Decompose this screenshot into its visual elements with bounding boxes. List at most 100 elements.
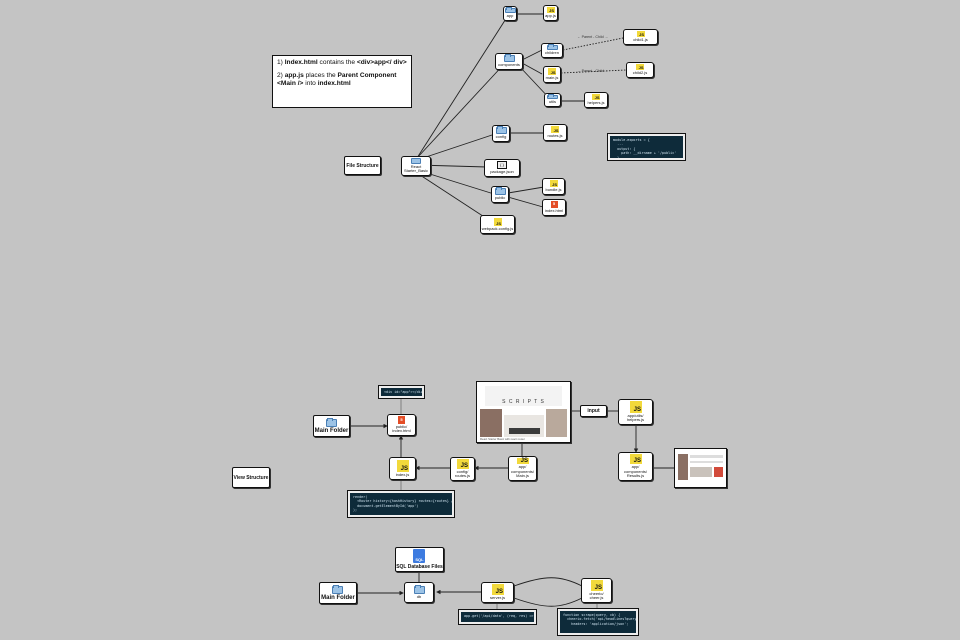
node-label: config — [495, 134, 507, 140]
explanation-note: 1) Index.html contains the <div>app</ di… — [272, 55, 412, 108]
cheerio-code-snippet: function scrape(query, cb) { cheerio.fet… — [557, 608, 639, 636]
folder-icon — [503, 53, 515, 63]
app-screenshot-results — [674, 448, 727, 488]
node-label: input — [587, 408, 600, 414]
screenshot-photo — [480, 409, 502, 437]
folder-icon — [495, 125, 507, 135]
screenshot-brand: S C R I P T S — [502, 399, 545, 405]
node-label: components — [498, 62, 520, 68]
node-label: package.json — [490, 169, 514, 175]
screenshot-caption: React Starter Basic with react router — [480, 437, 525, 441]
node-label: public — [494, 195, 506, 201]
js-file-icon: JS — [548, 68, 556, 76]
node-label: public/ index.html — [392, 423, 411, 434]
index-html-code-snippet: <div id="app"></div> — [378, 385, 425, 399]
node-components[interactable]: components — [495, 53, 523, 70]
node-helpers-js[interactable]: JS helpers.js — [584, 92, 608, 108]
view-main-folder[interactable]: Main Folder — [313, 415, 350, 437]
screenshot-header — [485, 386, 562, 406]
note-line-1: 1) Index.html contains the <div>app</ di… — [277, 59, 407, 66]
node-label: React Starter_Basic — [403, 163, 428, 174]
screenshot-accent — [714, 467, 723, 477]
node-label: routes.js — [547, 133, 563, 139]
node-bundle-js[interactable]: JS bundle.js — [542, 178, 565, 195]
sql-file-icon: SQL — [413, 549, 426, 563]
node-child1[interactable]: JS child1.js — [623, 29, 658, 45]
json-file-icon: { } — [497, 161, 507, 170]
folder-icon — [332, 584, 344, 594]
parent-child-label: ← Parent - Child → — [577, 35, 609, 39]
folder-icon — [325, 417, 337, 427]
node-label: app — [506, 13, 514, 19]
node-routes-js[interactable]: JS routes.js — [543, 124, 567, 141]
js-file-icon: JS — [491, 584, 504, 596]
node-public[interactable]: public — [491, 186, 509, 203]
node-label: app/ components/ Results.js — [624, 464, 647, 479]
html-file-icon: 5 — [398, 416, 405, 424]
js-file-icon: JS — [551, 126, 559, 134]
js-file-icon: JS — [546, 7, 555, 14]
folder-icon — [547, 93, 558, 100]
node-config[interactable]: config — [492, 125, 510, 142]
file-structure-title[interactable]: File Structure — [344, 156, 381, 175]
view-routes-js[interactable]: JS config/ routes.js — [450, 457, 475, 481]
db-server-js[interactable]: JS server.js — [481, 582, 514, 603]
node-app[interactable]: app — [503, 6, 517, 21]
screenshot-photo — [678, 454, 688, 480]
node-webpack-config[interactable]: JS webpack.config.js — [480, 215, 515, 234]
node-label: config/ routes.js — [454, 468, 471, 479]
js-file-icon: JS — [493, 217, 502, 226]
js-file-icon: JS — [396, 459, 409, 472]
view-main-js[interactable]: JS app/ components/ Main.js — [508, 456, 537, 481]
html-file-icon: 5 — [550, 201, 558, 209]
node-label: server.js — [490, 595, 505, 601]
node-child2[interactable]: JS child2.js — [626, 62, 654, 78]
node-package-json[interactable]: { } package.json — [484, 159, 520, 177]
node-label: app.js — [545, 13, 556, 19]
node-label: index.html — [544, 208, 564, 214]
webpack-code-snippet: module.exports = { ... output: { path: _… — [607, 133, 686, 161]
node-main-js[interactable]: JS main.js — [543, 66, 561, 83]
screenshot-bar — [690, 461, 723, 463]
input-label[interactable]: input — [580, 405, 607, 417]
node-label: Main Folder — [321, 594, 355, 601]
view-index-html[interactable]: 5 public/ index.html — [387, 414, 416, 436]
node-label: Main Folder — [314, 427, 349, 434]
folder-icon — [413, 584, 425, 594]
view-results-js[interactable]: JS app/ components/ Results.js — [618, 452, 653, 481]
screenshot-image — [690, 467, 712, 477]
folder-icon — [546, 43, 558, 51]
js-file-icon: JS — [629, 401, 642, 413]
node-label: SQL Database Files — [396, 564, 443, 570]
node-label: app/ components/ Main.js — [511, 464, 534, 479]
server-code-snippet: app.get('/api/data', (req, res) => { — [458, 609, 537, 625]
view-structure-title[interactable]: View Structure — [232, 467, 270, 488]
node-index-html[interactable]: 5 index.html — [542, 199, 566, 216]
folder-icon — [411, 158, 421, 164]
sql-database-files[interactable]: SQL SQL Database Files — [395, 547, 444, 572]
app-screenshot-main: S C R I P T S React Starter Basic with r… — [476, 381, 571, 443]
node-label: utils — [548, 99, 557, 105]
screenshot-bar — [690, 455, 723, 458]
js-file-icon: JS — [592, 94, 600, 101]
view-index-js[interactable]: JS index.js — [389, 457, 416, 480]
js-file-icon: JS — [456, 459, 469, 469]
js-file-icon: JS — [629, 454, 642, 465]
node-utils[interactable]: utils — [544, 93, 561, 107]
folder-icon — [504, 6, 516, 14]
node-children[interactable]: children — [541, 43, 563, 58]
db-cheerio-js[interactable]: JS cheerio/ cheer.js — [581, 578, 612, 603]
node-label: webpack.config.js — [481, 225, 514, 231]
db-folder[interactable]: db — [404, 582, 434, 603]
screenshot-photo-right — [546, 409, 567, 437]
js-file-icon: JS — [549, 180, 558, 188]
node-label: helpers.js — [587, 100, 605, 106]
db-main-folder[interactable]: Main Folder — [319, 582, 357, 604]
js-file-icon: JS — [636, 31, 645, 38]
view-helpers-js[interactable]: JS app/utils/ helpers.js — [618, 399, 653, 425]
node-label: children — [544, 50, 559, 56]
node-app-js[interactable]: JS app.js — [543, 5, 558, 21]
node-react-root[interactable]: React Starter_Basic — [401, 156, 431, 176]
screenshot-table — [509, 428, 540, 434]
